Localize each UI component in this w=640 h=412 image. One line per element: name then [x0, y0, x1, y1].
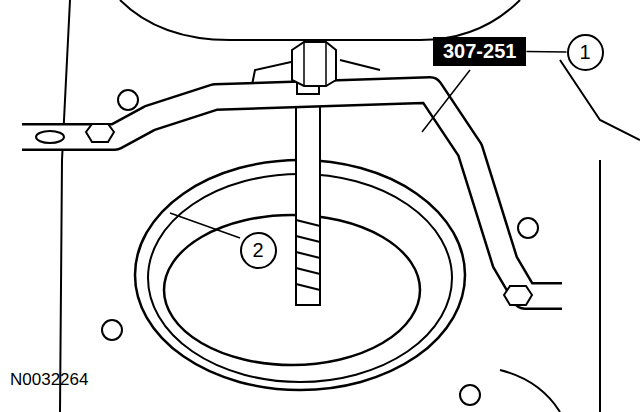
callout-number: 1	[567, 34, 604, 71]
seal	[164, 215, 420, 365]
strap-outline	[22, 90, 562, 296]
node-text: 2	[252, 239, 263, 262]
screw-head	[292, 42, 336, 94]
housing-edge	[60, 0, 70, 412]
figure-number: N0032264	[10, 370, 88, 390]
callout-link	[526, 51, 566, 53]
bolt-hole	[102, 320, 122, 340]
leaders	[170, 70, 470, 238]
housing-edge	[560, 60, 640, 140]
strap-slot	[36, 131, 64, 143]
housing-edge	[500, 370, 560, 412]
forcing-screw	[296, 95, 320, 305]
callout-number: 2	[240, 232, 277, 269]
bolt-hole	[460, 385, 480, 405]
screw-thread	[296, 220, 320, 290]
screw-shaft	[296, 95, 320, 305]
leader-line	[422, 70, 470, 132]
node-text: 1	[579, 41, 590, 64]
strap-bolt	[504, 286, 532, 305]
node-text: 307-251	[443, 40, 516, 63]
housing	[60, 0, 640, 412]
strap-body	[22, 90, 562, 296]
hex-head	[292, 42, 336, 86]
housing-edge	[599, 160, 601, 412]
hex-flat	[304, 42, 326, 86]
bolt-hole	[518, 218, 538, 238]
leader-line	[170, 213, 240, 238]
remover-strap	[22, 90, 562, 305]
housing-edge	[120, 0, 520, 40]
bolt-hole	[118, 90, 138, 110]
strap-bolt	[86, 124, 114, 142]
tool-number: 307-251	[433, 37, 526, 66]
